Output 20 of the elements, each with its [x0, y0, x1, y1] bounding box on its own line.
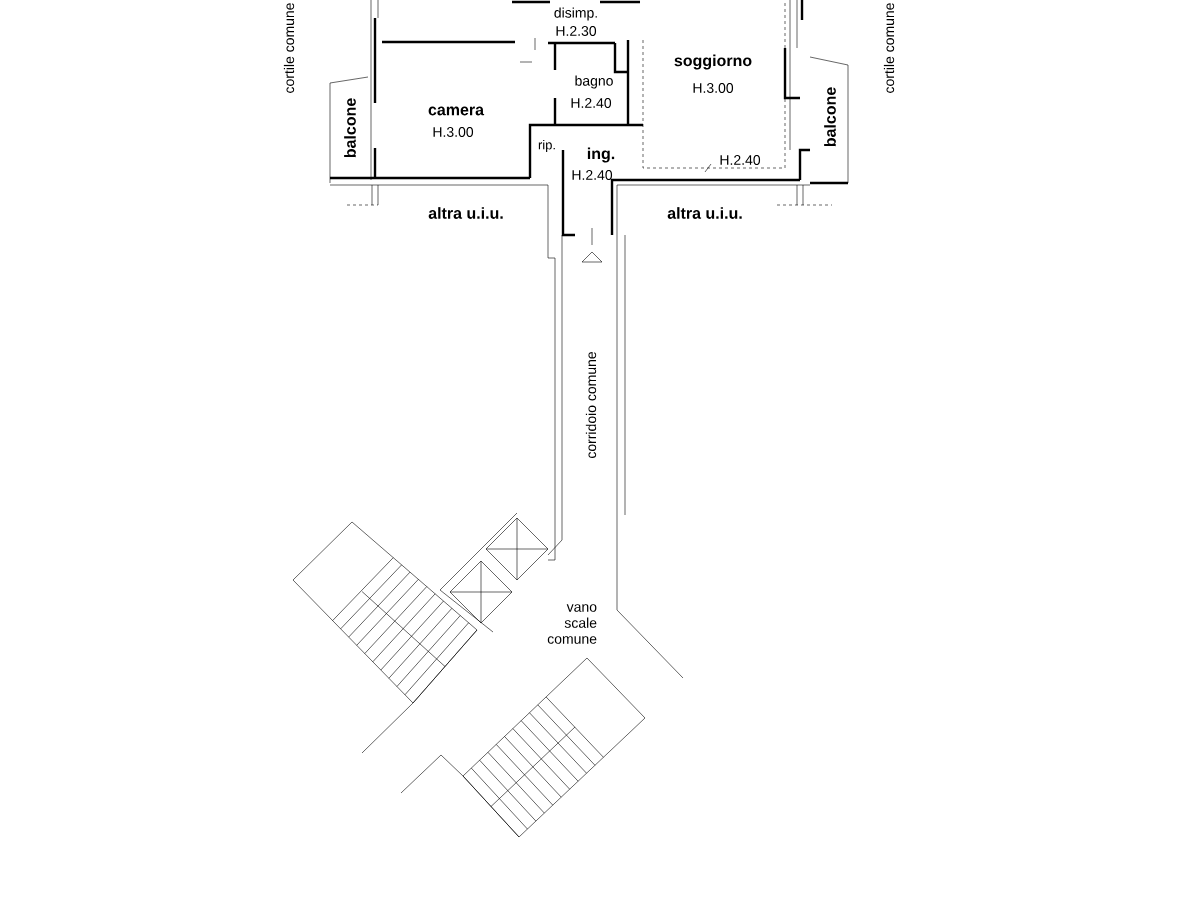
area-label: cortile comune: [283, 3, 295, 93]
room-label: rip.: [538, 139, 555, 153]
height-label: H.2.40: [571, 98, 612, 108]
room-label: balcone: [824, 87, 836, 147]
area-label: vano scale comune: [547, 604, 597, 644]
height-label: H.2.40: [572, 170, 613, 180]
room-label: balcone: [344, 98, 356, 158]
room-label: camera: [428, 106, 485, 116]
height-label: H.3.00: [693, 83, 734, 93]
height-label: H.2.40: [720, 155, 761, 165]
room-label: disimp.: [554, 7, 597, 21]
height-label: H.3.00: [433, 127, 474, 137]
area-label: altra u.i.u.: [428, 207, 503, 219]
room-label: ing.: [587, 147, 615, 163]
height-label: H.2.30: [556, 26, 597, 36]
area-label: corridoio comune: [585, 351, 597, 459]
room-label: bagno: [575, 75, 613, 89]
area-label: altra u.i.u.: [667, 207, 742, 219]
area-label: cortile comune: [883, 3, 895, 93]
room-label: soggiorno: [674, 54, 752, 70]
